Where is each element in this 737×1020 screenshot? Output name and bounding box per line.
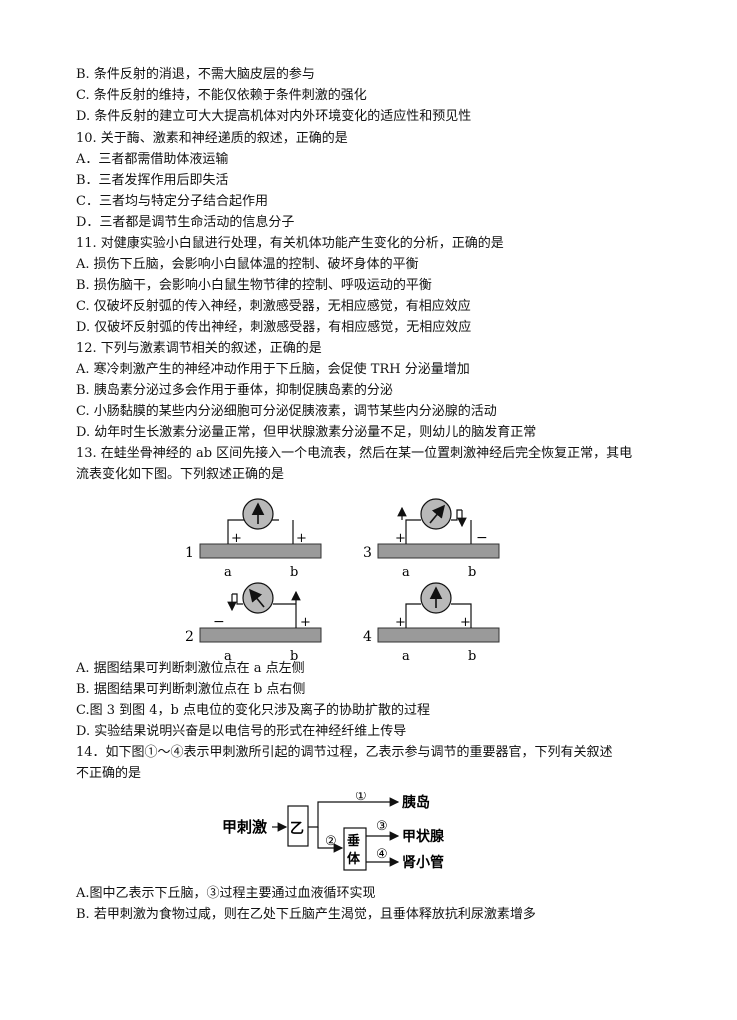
left-electrode-sign: +: [395, 615, 406, 630]
organ-box: [287, 805, 309, 847]
text-line: 12. 下列与激素调节相关的叙述，正确的是: [76, 341, 322, 356]
text-line: D. 实验结果说明兴奋是以电信号的形式在神经纤维上传导: [76, 724, 407, 739]
left-electrode-sign: +: [231, 531, 242, 546]
text-line: B. 条件反射的消退，不需大脑皮层的参与: [76, 67, 315, 82]
needle: [248, 588, 265, 608]
text-line: B. 若甲刺激为食物过咸，则在乙处下丘脑产生渴觉，且垂体释放抗利尿激素增多: [76, 907, 536, 922]
text-line: 14．如下图①～④表示甲刺激所引起的调节过程，乙表示参与调节的重要器官，下列有关…: [76, 745, 613, 760]
nerve-fiber: [199, 543, 322, 559]
text-line: D. 幼年时生长激素分泌量正常，但甲状腺激素分泌量不足，则幼儿的脑发育正常: [76, 425, 537, 440]
panel-number: 2: [185, 629, 194, 645]
nerve-fiber: [377, 627, 500, 643]
text-line: 10. 关于酶、激素和神经递质的叙述，正确的是: [76, 131, 348, 146]
text-line: D. 条件反射的建立可大大提高机体对内外环境变化的适应性和预见性: [76, 109, 472, 124]
text-line: C. 条件反射的维持，不能仅依赖于条件刺激的强化: [76, 88, 367, 103]
organ-label: 乙: [290, 821, 304, 837]
step-1: ①: [355, 792, 367, 804]
text-line: D. 仅破坏反射弧的传出神经，刺激感受器，有相应感觉，无相应效应: [76, 320, 472, 335]
right-electrode-sign: +: [296, 531, 307, 546]
point-b-label: b: [468, 565, 476, 580]
step-4: ④: [376, 847, 388, 862]
text-line: A.图中乙表示下丘脑，③过程主要通过血液循环实现: [76, 886, 376, 901]
point-a-label: a: [224, 565, 232, 580]
step-3: ③: [376, 819, 388, 834]
text-line: C.图 3 到图 4，b 点电位的变化只涉及离子的协助扩散的过程: [76, 703, 431, 718]
panel-2: 2 − + a b: [185, 582, 322, 664]
nerve-fiber: [377, 543, 500, 559]
point-b-label: b: [290, 649, 298, 664]
point-b-label: b: [290, 565, 298, 580]
target-renal-tubule: 肾小管: [402, 854, 444, 871]
target-thyroid: 甲状腺: [402, 828, 445, 845]
text-line: 不正确的是: [76, 766, 142, 781]
right-electrode-sign: +: [300, 615, 311, 630]
target-pancreatic-islet: 胰岛: [402, 794, 430, 811]
text-line: B. 损伤脑干，会影响小白鼠生物节律的控制、呼吸运动的平衡: [76, 278, 432, 293]
text-line: B. 据图结果可判断刺激位点在 b 点右侧: [76, 682, 306, 697]
text-line: A. 寒冷刺激产生的神经冲动作用于下丘脑，会促使 TRH 分泌量增加: [76, 362, 470, 377]
right-electrode-sign: −: [476, 530, 488, 546]
galvanometer: [242, 582, 274, 614]
point-b-label: b: [468, 649, 476, 664]
text-line: B．三者发挥作用后即失活: [76, 173, 229, 188]
pituitary-label-bottom: 体: [347, 851, 361, 867]
left-electrode-sign: −: [213, 614, 225, 630]
panel-3: 3 + − a b: [363, 498, 500, 580]
panel-number: 1: [185, 545, 194, 561]
panel-1: 1 + + a b: [185, 498, 322, 580]
text-line: 13. 在蛙坐骨神经的 ab 区间先接入一个电流表，然后在某一位置刺激神经后完全…: [76, 446, 633, 461]
galvanometer-figure: 1 + + a b 3 + − a b 2 − +: [185, 498, 500, 664]
regulation-flow-figure: 甲刺激 乙 垂 体 ① ② ③ ④ 胰岛 甲状腺 肾小管: [222, 792, 445, 871]
text-line: B. 胰岛素分泌过多会作用于垂体，抑制促胰岛素的分泌: [76, 383, 393, 398]
text-line: C. 仅破坏反射弧的传入神经，刺激感受器，无相应感觉，有相应效应: [76, 299, 471, 314]
text-line: A．三者都需借助体液运输: [76, 152, 229, 167]
pituitary-box: [343, 827, 367, 871]
point-a-label: a: [402, 565, 410, 580]
panel-number: 3: [363, 545, 372, 561]
stimulus-label: 甲刺激: [222, 818, 268, 836]
text-line: 流表变化如下图。下列叙述正确的是: [76, 467, 285, 482]
step-2: ②: [325, 834, 337, 849]
pituitary-label-top: 垂: [347, 833, 360, 849]
panel-number: 4: [363, 629, 372, 645]
galvanometer: [420, 498, 452, 530]
panel-4: 4 + + a b: [363, 582, 500, 664]
point-a-label: a: [224, 649, 232, 664]
text-line: A. 据图结果可判断刺激位点在 a 点左侧: [76, 661, 305, 676]
left-electrode-sign: +: [395, 531, 406, 546]
right-electrode-sign: +: [460, 615, 471, 630]
nerve-fiber: [199, 627, 322, 643]
text-line: 11. 对健康实验小白鼠进行处理，有关机体功能产生变化的分析，正确的是: [76, 236, 504, 251]
text-line: A. 损伤下丘脑，会影响小白鼠体温的控制、破坏身体的平衡: [76, 257, 419, 272]
point-a-label: a: [402, 649, 410, 664]
text-line: C．三者均与特定分子结合起作用: [76, 194, 268, 209]
needle: [429, 504, 446, 524]
text-line: D．三者都是调节生命活动的信息分子: [76, 215, 295, 230]
text-line: C. 小肠黏膜的某些内分泌细胞可分泌促胰液素，调节某些内分泌腺的活动: [76, 404, 497, 419]
